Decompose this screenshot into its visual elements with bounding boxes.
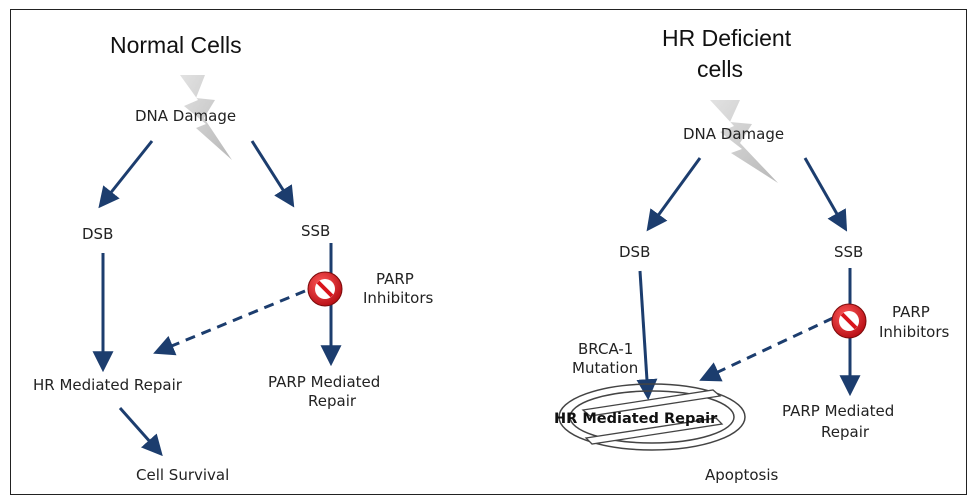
right-dsb: DSB — [619, 243, 650, 261]
left-parp-repair-line1: PARP Mediated — [268, 373, 380, 391]
left-parp-inhibitors-line1: PARP — [376, 270, 414, 288]
arrow-dsb-to-hr — [636, 270, 658, 401]
left-cell-survival: Cell Survival — [136, 466, 229, 484]
left-hr-repair: HR Mediated Repair — [33, 376, 183, 394]
diagram-frame — [10, 9, 967, 495]
arrow-hr-to-survival — [118, 407, 163, 457]
arrow-damage-to-dsb — [98, 140, 154, 209]
left-parp-repair-line2: Repair — [308, 392, 357, 410]
right-parp-repair-line2: Repair — [821, 423, 870, 441]
right-title-line1: HR Deficient — [662, 25, 792, 51]
arrow-damage-to-dsb — [646, 157, 702, 232]
left-ssb: SSB — [301, 222, 330, 240]
arrow-damage-to-ssb — [803, 157, 848, 232]
left-panel: Normal Cells DNA Damage DSB SSB PARP Inh… — [33, 32, 434, 484]
left-title: Normal Cells — [110, 32, 242, 58]
right-panel: HR Deficient cells DNA Damage DSB SSB PA… — [554, 25, 950, 484]
no-entry-icon — [307, 271, 343, 307]
right-parp-inhibitors-line2: Inhibitors — [879, 323, 950, 341]
right-parp-repair-line1: PARP Mediated — [782, 402, 894, 420]
right-parp-inhibitors-line1: PARP — [892, 303, 930, 321]
right-brca-line1: BRCA-1 — [578, 340, 633, 358]
right-ssb: SSB — [834, 243, 863, 261]
right-title-line2: cells — [697, 56, 743, 82]
right-hr-repair: HR Mediated Repair — [554, 411, 718, 427]
right-apoptosis: Apoptosis — [705, 466, 779, 484]
blocked-ellipse-icon — [558, 383, 746, 451]
dashed-arrow-to-hr — [699, 316, 834, 382]
left-dsb: DSB — [82, 225, 113, 243]
arrow-damage-to-ssb — [250, 140, 295, 208]
dashed-arrow-to-hr — [153, 289, 306, 356]
right-dna-damage: DNA Damage — [683, 125, 784, 143]
left-parp-inhibitors-line2: Inhibitors — [363, 289, 434, 307]
right-brca-line2: Mutation — [572, 359, 638, 377]
left-dna-damage: DNA Damage — [135, 107, 236, 125]
no-entry-icon — [831, 303, 867, 339]
